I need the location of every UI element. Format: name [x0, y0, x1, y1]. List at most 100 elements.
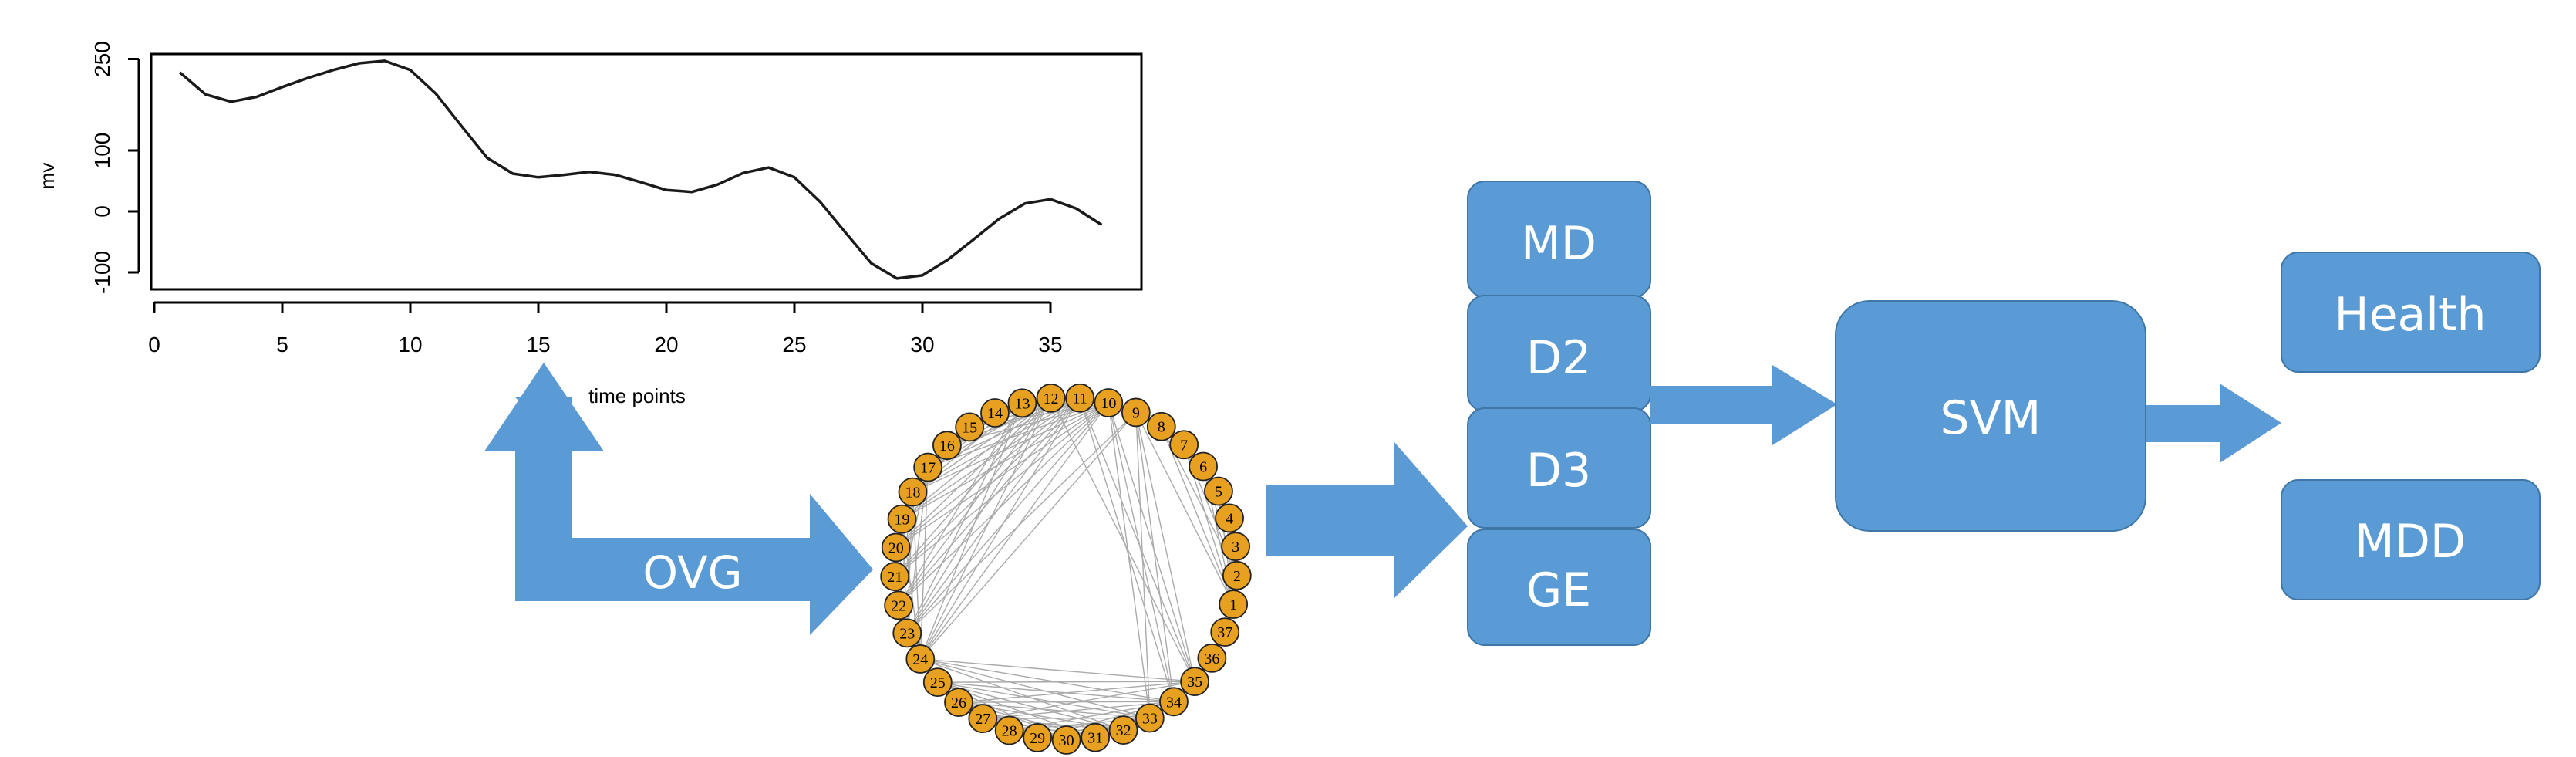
- graph-edge: [898, 402, 1023, 606]
- plot-frame: [150, 52, 1143, 291]
- graph-to-features-arrow: [1266, 442, 1468, 598]
- graph-node-circle: [944, 688, 973, 718]
- graph-node: 35: [1180, 667, 1209, 697]
- graph-edge: [1135, 412, 1151, 718]
- graph-edge: [958, 681, 1195, 703]
- graph-edge: [983, 701, 1175, 719]
- svm-label: SVM: [1940, 391, 2042, 445]
- graph-node: 1: [1219, 590, 1249, 620]
- x-tick-label: 15: [526, 333, 550, 357]
- graph-edge: [1108, 402, 1151, 718]
- graph-node: 33: [1135, 703, 1165, 733]
- graph-node-circle: [892, 618, 922, 648]
- graph-node-circle: [1210, 617, 1240, 647]
- graph-node-label: 30: [1059, 732, 1074, 749]
- graph-nodes: 1234567891011121314151617181920212223242…: [880, 383, 1252, 755]
- graph-edge: [959, 701, 1174, 703]
- graph-node: 10: [1094, 388, 1124, 417]
- graph-node-label: 22: [891, 597, 906, 614]
- graph-node-circle: [1023, 723, 1053, 752]
- graph-edge: [894, 402, 1109, 577]
- svm-box: SVM: [1835, 300, 2146, 532]
- graph-node-label: 33: [1142, 710, 1158, 727]
- graph-node-label: 8: [1158, 419, 1165, 436]
- graph-node-label: 6: [1199, 458, 1207, 475]
- graph-node: 27: [968, 704, 998, 734]
- graph-node: 37: [1210, 617, 1240, 647]
- graph-node-circle: [1169, 430, 1199, 460]
- graph-node-circle: [1036, 383, 1066, 413]
- graph-node: 9: [1121, 397, 1151, 428]
- graph-node-label: 27: [975, 711, 990, 728]
- feature-box-md: MD: [1467, 181, 1651, 298]
- graph-node-label: 31: [1087, 730, 1103, 747]
- graph-edge: [919, 397, 1052, 660]
- graph-node-circle: [1146, 411, 1176, 441]
- graph-node-circle: [1121, 397, 1151, 428]
- graph-node: 32: [1108, 715, 1138, 745]
- graph-node-circle: [1189, 451, 1219, 482]
- graph-edge: [937, 681, 1195, 683]
- graph-edge: [898, 402, 1109, 606]
- graph-edge: [958, 701, 1150, 719]
- signal-line: [179, 59, 1103, 280]
- graph-node: 22: [884, 590, 914, 620]
- graph-node: 4: [1215, 503, 1244, 533]
- graph-node-circle: [905, 644, 936, 674]
- graph-node-label: 19: [895, 512, 910, 529]
- graph-node-circle: [1094, 388, 1124, 417]
- feature-label-md: MD: [1521, 217, 1597, 271]
- graph-node-circle: [980, 398, 1010, 428]
- graph-node-circle: [1108, 715, 1138, 745]
- graph-node: 15: [955, 412, 985, 442]
- y-axis-label: mv: [35, 163, 59, 190]
- svm-to-outputs-arrow: [2146, 384, 2281, 463]
- graph-edge: [937, 681, 1124, 731]
- graph-node-circle: [1204, 476, 1233, 506]
- graph-node-circle: [881, 532, 911, 563]
- y-tick-label: -100: [90, 251, 114, 294]
- graph-node-circle: [1135, 703, 1165, 733]
- x-axis-label: time points: [588, 384, 686, 407]
- graph-node: 13: [1007, 388, 1037, 418]
- graph-node: 29: [1023, 723, 1053, 752]
- graph-edge: [920, 658, 1195, 682]
- output-box-health: Health: [2281, 252, 2541, 373]
- graph-node-label: 7: [1180, 437, 1188, 454]
- graph-node-label: 26: [951, 694, 966, 711]
- ovg-arrow-body: [484, 363, 873, 635]
- graph-node: 21: [880, 562, 910, 591]
- graph-node: 17: [913, 452, 943, 482]
- graph-edge: [1161, 426, 1234, 605]
- output-label-health: Health: [2334, 288, 2486, 342]
- graph-node-label: 11: [1073, 390, 1087, 407]
- feature-stack: MD D2 D3 GE: [1467, 181, 1651, 646]
- graph-node-circle: [1197, 643, 1227, 673]
- graph-node-label: 29: [1030, 730, 1045, 747]
- graph-edge: [919, 397, 1081, 660]
- y-tick-label: 250: [90, 41, 114, 77]
- ovg-label: OVG: [642, 546, 742, 599]
- graph-node-circle: [932, 431, 962, 461]
- graph-node: 7: [1169, 430, 1199, 460]
- graph-node: 36: [1197, 643, 1227, 673]
- graph-node-label: 3: [1232, 539, 1239, 556]
- graph-node: 26: [944, 688, 973, 718]
- graph-edge: [906, 397, 1081, 634]
- graph-node-circle: [1051, 725, 1081, 755]
- graph-node-circle: [913, 452, 943, 482]
- graph-edge: [906, 397, 1052, 634]
- output-box-mdd: MDD: [2281, 479, 2541, 600]
- graph-node: 11: [1065, 383, 1095, 413]
- graph-edge: [902, 397, 1081, 520]
- graph-node: 23: [892, 618, 922, 648]
- graph-node-circle: [968, 704, 998, 734]
- graph-node-label: 24: [912, 651, 928, 668]
- graph-node-label: 34: [1166, 694, 1182, 711]
- graph-node-circle: [1007, 388, 1037, 418]
- graph-node: 8: [1146, 411, 1176, 441]
- graph-edge: [1135, 412, 1195, 682]
- graph-node: 14: [980, 398, 1010, 428]
- feature-label-d2: D2: [1526, 331, 1591, 385]
